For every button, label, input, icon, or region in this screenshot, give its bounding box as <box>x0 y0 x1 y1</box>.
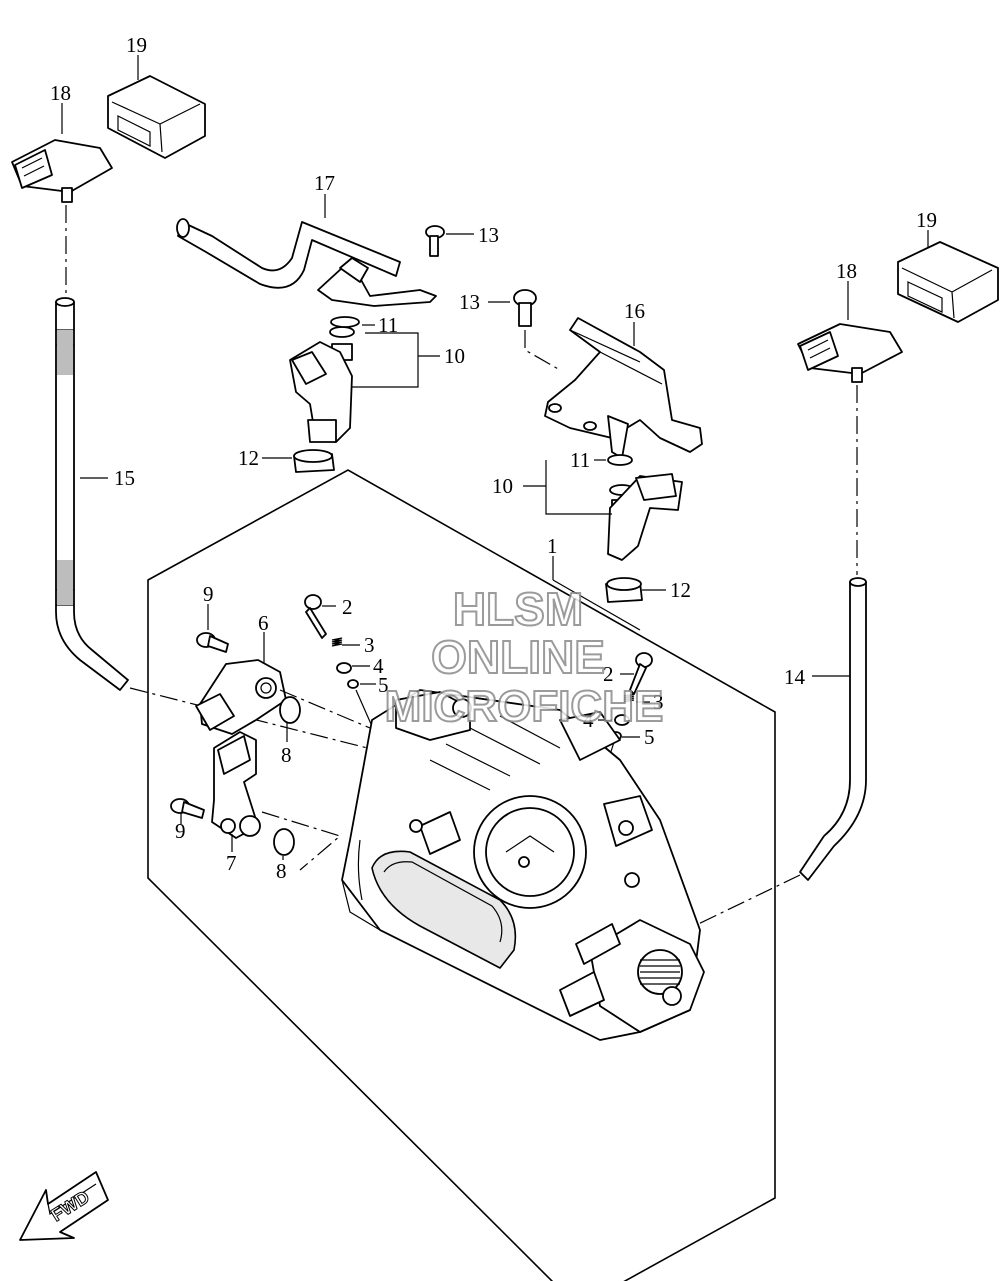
spring-3-left[interactable] <box>331 637 343 647</box>
throttle-body-1[interactable] <box>341 689 705 1041</box>
callout-4-left: 4 <box>373 654 384 678</box>
seal-12-right[interactable] <box>605 577 643 603</box>
hose-15[interactable] <box>55 297 129 691</box>
screw-13-upper[interactable] <box>425 225 445 257</box>
fuel-pipe-16[interactable] <box>544 317 703 459</box>
callout-12-left: 12 <box>238 446 259 470</box>
callout-9-upper: 9 <box>203 582 214 606</box>
hose-14[interactable] <box>799 577 867 881</box>
callout-4-right: 4 <box>583 708 594 732</box>
connector-cap-19-left[interactable] <box>107 75 206 159</box>
screw-13-lower[interactable] <box>513 289 537 327</box>
callout-6: 6 <box>258 611 269 635</box>
callout-3-right: 3 <box>653 690 664 714</box>
callout-3-left: 3 <box>364 633 375 657</box>
oring-8-lower[interactable] <box>273 828 295 856</box>
leader-13-bracket <box>524 330 561 371</box>
leader-7-body <box>261 811 342 871</box>
oring-5-left[interactable] <box>347 679 359 689</box>
callout-10-left: 10 <box>444 344 465 368</box>
screw-9-upper[interactable] <box>196 632 229 653</box>
watermark: HLSM ONLINE MICROFICHE <box>384 582 665 732</box>
screw-9-lower[interactable] <box>170 798 205 819</box>
callout-14: 14 <box>784 665 806 689</box>
callout-9-lower: 9 <box>175 819 186 843</box>
callout-8-upper: 8 <box>281 743 292 767</box>
callout-2-left: 2 <box>342 595 353 619</box>
leader-lines <box>61 55 929 860</box>
watermark-line1: HLSM <box>453 583 583 635</box>
watermark-line3: MICROFICHE <box>385 682 664 731</box>
callout-19-left: 19 <box>126 33 147 57</box>
oring-11-right[interactable] <box>607 454 633 466</box>
callout-19-right: 19 <box>916 208 937 232</box>
callout-12-right: 12 <box>670 578 691 602</box>
connector-cap-19-right[interactable] <box>897 241 999 323</box>
screw-2-left[interactable] <box>304 594 327 639</box>
assembly-boundary <box>147 469 776 1281</box>
connector-18-left[interactable] <box>11 139 113 203</box>
screw-2-right[interactable] <box>629 652 653 695</box>
callout-1: 1 <box>547 534 558 558</box>
callout-18-right: 18 <box>836 259 857 283</box>
callout-18-left: 18 <box>50 81 71 105</box>
callout-13-lower: 13 <box>459 290 480 314</box>
connector-18-right[interactable] <box>797 323 903 383</box>
leader-15-body <box>129 687 396 756</box>
callout-15: 15 <box>114 466 135 490</box>
oring-11-left[interactable] <box>330 316 360 328</box>
callout-11-left: 11 <box>378 313 398 337</box>
throttle-sensor-6[interactable] <box>195 659 287 735</box>
callout-7: 7 <box>226 851 237 875</box>
oring-8-upper[interactable] <box>279 696 301 724</box>
injector-10-left[interactable] <box>289 326 355 443</box>
callout-5-left: 5 <box>378 673 389 697</box>
washer-4-left[interactable] <box>336 662 352 674</box>
washer-4-right[interactable] <box>614 714 630 726</box>
callout-11-right: 11 <box>570 448 590 472</box>
spring-3-right[interactable] <box>623 693 635 703</box>
callout-10-right: 10 <box>492 474 513 498</box>
seal-12-left[interactable] <box>293 449 335 473</box>
fwd-arrow: FWD <box>19 1171 109 1241</box>
callout-17: 17 <box>314 171 335 195</box>
callout-13-upper: 13 <box>478 223 499 247</box>
leader-14-body <box>689 874 801 929</box>
callout-2-right: 2 <box>603 662 614 686</box>
callout-labels: 19 18 17 13 13 16 11 10 12 15 11 10 1 12… <box>50 33 937 883</box>
leader-6-body <box>279 689 371 729</box>
callout-8-lower: 8 <box>276 859 287 883</box>
sensor-7[interactable] <box>211 731 261 839</box>
watermark-line2: ONLINE <box>431 631 605 683</box>
fuel-pipe-17[interactable] <box>176 218 437 307</box>
callout-16: 16 <box>624 299 645 323</box>
callout-5-right: 5 <box>644 725 655 749</box>
injector-10-right[interactable] <box>607 473 683 561</box>
